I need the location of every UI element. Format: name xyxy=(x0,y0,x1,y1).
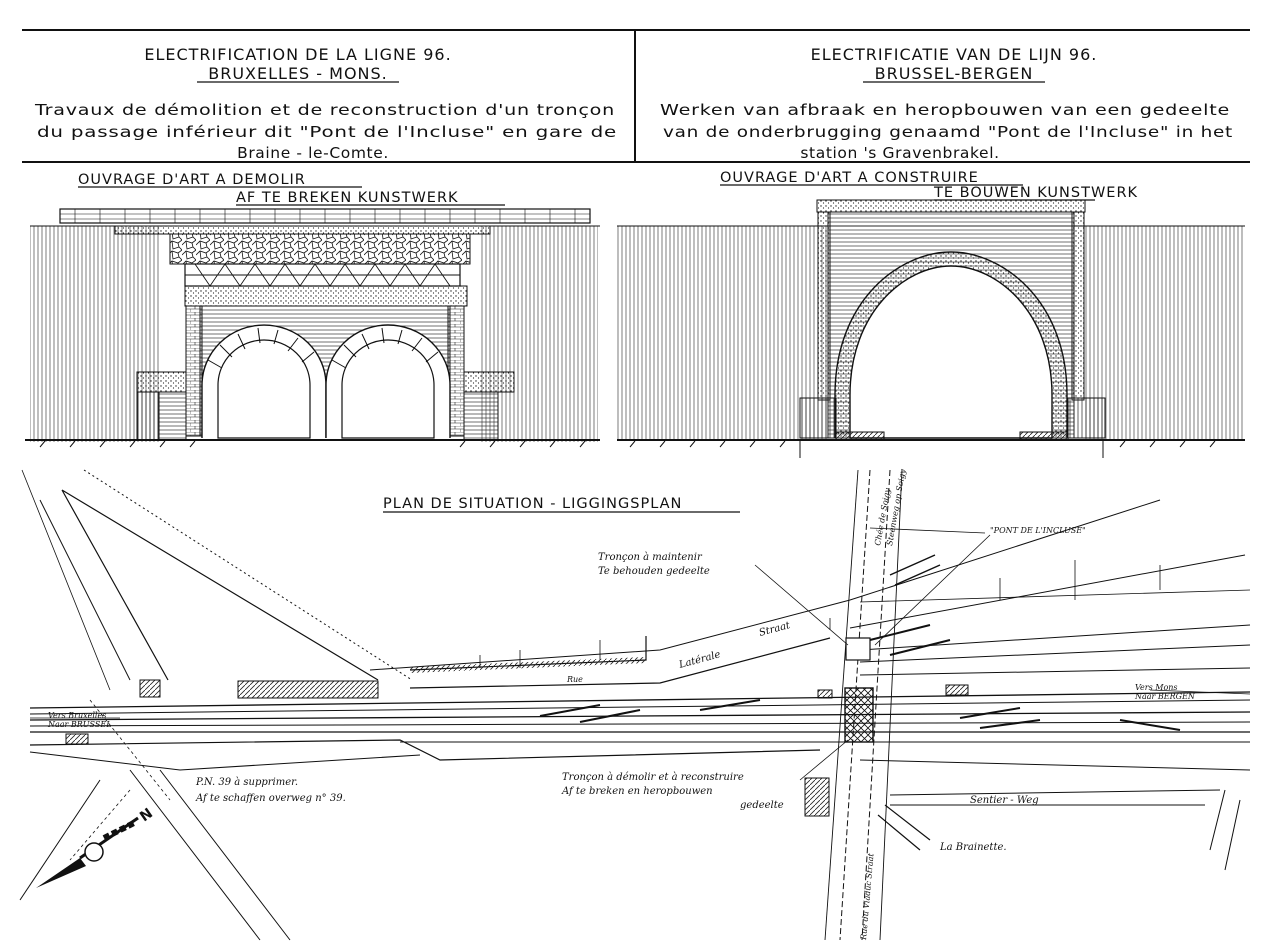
pont-label: "PONT DE L'INCLUSE" xyxy=(990,526,1086,535)
demolish-plan-label-nl2: gedeelte xyxy=(740,800,784,811)
plan-title: PLAN DE SITUATION - LIGGINGSPLAN xyxy=(383,496,682,512)
brainette-label: La Brainette. xyxy=(939,842,1007,853)
viaduc-label: Rue du Viaduc Straat xyxy=(859,852,876,941)
demolish-label-fr: OUVRAGE D'ART A DEMOLIR xyxy=(78,172,306,188)
construct-label-fr: OUVRAGE D'ART A CONSTRUIRE xyxy=(720,170,979,186)
fr-title-line2: BRUXELLES - MONS. xyxy=(208,64,388,83)
naar-bergen-label: Naar BERGEN xyxy=(1134,692,1196,701)
north-arrow: N xyxy=(36,805,156,888)
demolish-plan-label-nl1: Af te breken en heropbouwen xyxy=(561,786,713,797)
naar-brussel-label: Naar BRUSSEL xyxy=(47,720,112,729)
vers-bruxelles-label: Vers Bruxelles xyxy=(48,711,106,720)
nl-title-line2: BRUSSEL-BERGEN xyxy=(875,64,1034,83)
fr-title-line1: ELECTRIFICATION DE LA LIGNE 96. xyxy=(144,45,451,64)
site-plan: PLAN DE SITUATION - LIGGINGSPLAN xyxy=(19,468,1251,941)
keep-label-fr: Tronçon à maintenir xyxy=(598,552,703,563)
elevation-construct: OUVRAGE D'ART A CONSTRUIRE TE BOUWEN KUN… xyxy=(617,170,1245,458)
keep-label-nl: Te behouden gedeelte xyxy=(598,566,710,577)
nl-desc-line2: van de onderbrugging genaamd "Pont de l'… xyxy=(663,123,1233,141)
nl-desc-line3: station 's Gravenbrakel. xyxy=(800,144,999,162)
pn-label-fr: P.N. 39 à supprimer. xyxy=(195,777,298,788)
demolish-plan-label-fr: Tronçon à démolir et à reconstruire xyxy=(562,772,744,783)
fr-desc-line3: Braine - le-Comte. xyxy=(237,144,389,162)
demolish-label-nl: AF TE BREKEN KUNSTWERK xyxy=(236,190,459,206)
north-label: N xyxy=(137,805,156,825)
pn-label-nl: Af te schaffen overweg n° 39. xyxy=(195,793,346,804)
nl-title-line1: ELECTRIFICATIE VAN DE LIJN 96. xyxy=(811,45,1098,64)
rue-label: Rue xyxy=(566,675,583,684)
fr-desc-line2: du passage inférieur dit "Pont de l'Incl… xyxy=(37,123,617,141)
sentier-label: Sentier - Weg xyxy=(970,795,1039,806)
elevation-demolish: OUVRAGE D'ART A DEMOLIR AF TE BREKEN KUN… xyxy=(25,172,600,448)
nl-desc-line1: Werken van afbraak en heropbouwen van ee… xyxy=(660,101,1230,119)
construct-label-nl: TE BOUWEN KUNSTWERK xyxy=(933,185,1138,201)
fr-desc-line1: Travaux de démolition et de reconstructi… xyxy=(34,101,615,119)
vers-mons-label: Vers Mons xyxy=(1135,683,1178,692)
title-block: ELECTRIFICATION DE LA LIGNE 96. BRUXELLE… xyxy=(22,29,1250,163)
